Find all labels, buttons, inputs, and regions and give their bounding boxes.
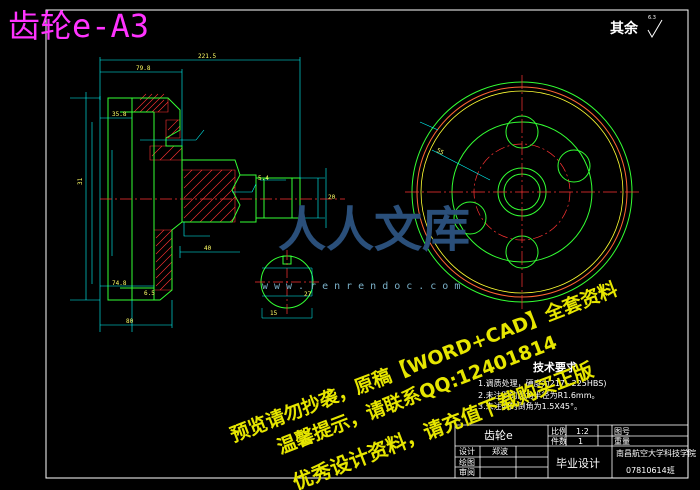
- watermark-site: www.renrendoc.com: [262, 281, 467, 292]
- dim-shaft-step: 5.4: [258, 175, 269, 182]
- scale-label: 比例: [551, 427, 567, 436]
- dim-keyway-width: 15: [270, 310, 278, 317]
- section-hatching: [131, 93, 236, 291]
- dim-rim-inner: 74.8: [112, 280, 127, 287]
- project-name: 毕业设计: [556, 457, 600, 470]
- dim-hub-length: 79.8: [136, 65, 151, 72]
- quantity-value: 1: [578, 437, 584, 446]
- dim-keyway-depth: 27: [304, 291, 312, 298]
- sheet-title: 齿轮e-A3: [8, 7, 150, 45]
- roughness-note: 其余: [610, 21, 638, 37]
- dim-bore: 20: [328, 194, 336, 201]
- tech-requirement-line: 2.未注明的圆角半径为R1.6mm。: [478, 391, 600, 400]
- roughness-symbol: [647, 19, 663, 38]
- watermark-logo: 人人文库: [278, 202, 471, 258]
- dim-rim-width: 35.8: [112, 111, 127, 118]
- designer-name: 郑波: [492, 447, 508, 456]
- section-view: [70, 57, 345, 332]
- dim-bottom-width: 80: [126, 318, 134, 325]
- gear-front-view: [405, 75, 640, 310]
- sheet-border: [45, 9, 689, 479]
- dim-web-offset: 40: [204, 245, 212, 252]
- dim-outer-diameter: 31: [77, 177, 84, 185]
- school-name: 南昌航空大学科技学院: [616, 449, 696, 458]
- scale-value: 1:2: [576, 427, 589, 436]
- drawing-no-label: 图号: [614, 427, 630, 436]
- quantity-label: 件数: [551, 437, 567, 446]
- roughness-value: 6.3: [648, 15, 656, 21]
- part-name: 齿轮e: [484, 429, 513, 442]
- dim-overall-length: 221.5: [198, 53, 217, 60]
- dim-chamfer: 6.5: [144, 290, 155, 297]
- tech-requirements-heading: 技术要求: [533, 361, 577, 374]
- drawing-label: 绘图: [459, 458, 475, 467]
- design-label: 设计: [459, 447, 475, 456]
- class-number: 07810614班: [626, 466, 675, 475]
- tech-requirement-line: 3.未注明的倒角为1.5X45°。: [478, 402, 583, 411]
- tech-requirement-line: 1.调质处理，硬度为217~225HBS): [478, 379, 607, 388]
- check-label: 审阅: [459, 468, 475, 477]
- weight-label: 重量: [614, 437, 630, 446]
- keyway-detail: [255, 250, 320, 319]
- title-block-grid: [454, 424, 689, 479]
